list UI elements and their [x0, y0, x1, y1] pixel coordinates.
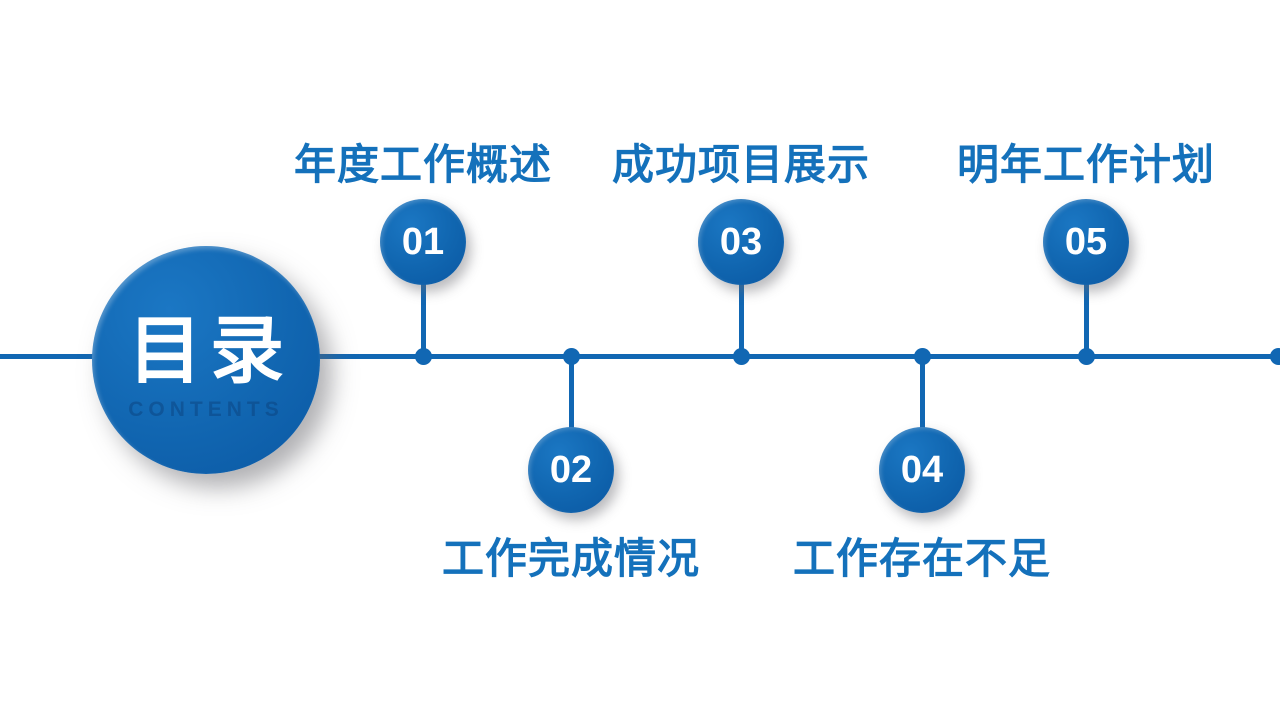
- toc-item-01-number-circle[interactable]: 01: [380, 199, 466, 285]
- connector-stem: [420, 242, 426, 356]
- timeline-node-dot: [414, 348, 432, 365]
- toc-item-02-label[interactable]: 工作完成情况: [441, 535, 701, 582]
- connector-stem: [1083, 242, 1089, 356]
- toc-item-05-label[interactable]: 明年工作计划: [956, 141, 1216, 188]
- toc-item-04-number-circle[interactable]: 04: [879, 427, 965, 513]
- toc-item-05-number-circle[interactable]: 05: [1043, 199, 1129, 285]
- toc-item-04-label[interactable]: 工作存在不足: [792, 535, 1052, 582]
- connector-stem: [738, 242, 744, 356]
- toc-item-02-number-circle[interactable]: 02: [528, 427, 614, 513]
- timeline-line: [0, 354, 1280, 359]
- toc-item-01-label[interactable]: 年度工作概述: [293, 141, 553, 188]
- connector-stem: [919, 356, 925, 470]
- timeline-node-dot: [562, 348, 580, 365]
- contents-title: 目录: [128, 309, 292, 393]
- timeline-end-dot: [1269, 348, 1280, 365]
- contents-subtitle: CONTENTS: [128, 397, 284, 421]
- timeline-node-dot: [1077, 348, 1095, 365]
- toc-item-03-label[interactable]: 成功项目展示: [611, 141, 871, 188]
- timeline-node-dot: [913, 348, 931, 365]
- contents-hub-circle: 目录 CONTENTS: [92, 246, 320, 474]
- connector-stem: [568, 356, 574, 470]
- toc-item-03-number-circle[interactable]: 03: [698, 199, 784, 285]
- timeline-node-dot: [732, 348, 750, 365]
